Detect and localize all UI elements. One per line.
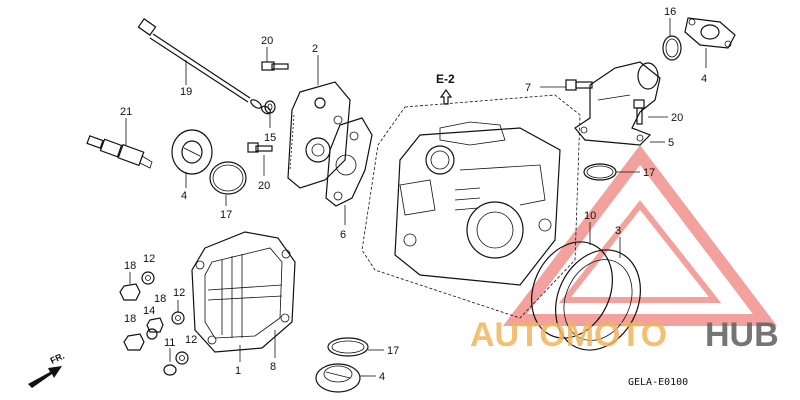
svg-text:20: 20 bbox=[671, 112, 683, 124]
svg-text:20: 20 bbox=[261, 35, 273, 47]
bolt-20-mid bbox=[247, 142, 273, 153]
callout-20-top: 20 bbox=[261, 35, 273, 62]
callout-13: 14 bbox=[143, 305, 155, 317]
nut-18-mid bbox=[146, 317, 164, 333]
spark-plug bbox=[86, 135, 153, 169]
svg-text:17: 17 bbox=[643, 167, 655, 179]
svg-text:8: 8 bbox=[270, 361, 276, 373]
callout-9: 5 bbox=[650, 137, 674, 149]
callout-20-mid: 20 bbox=[258, 155, 270, 192]
svg-text:4: 4 bbox=[379, 371, 385, 383]
callout-17-lower: 17 bbox=[368, 345, 399, 357]
callout-4-lower: 4 bbox=[360, 371, 385, 383]
svg-text:19: 19 bbox=[180, 86, 192, 98]
nut-18-low bbox=[123, 333, 145, 351]
svg-text:16: 16 bbox=[664, 6, 676, 18]
insulator-8 bbox=[684, 17, 736, 49]
svg-text:1: 1 bbox=[235, 365, 241, 377]
watermark-logo: AUTOMOTO HUB bbox=[470, 316, 779, 354]
bolt-20-top bbox=[261, 61, 289, 71]
tensioner-gasket bbox=[325, 117, 373, 207]
callout-18-mid: 18 bbox=[154, 293, 166, 305]
svg-text:3: 3 bbox=[615, 225, 621, 237]
callout-20-manifold: 20 bbox=[648, 112, 683, 124]
intake-manifold bbox=[574, 61, 661, 146]
callout-6: 6 bbox=[340, 205, 346, 241]
washer-14 bbox=[264, 100, 276, 114]
callout-17-upper: 17 bbox=[220, 195, 232, 221]
drawing-code: GELA-E0100 bbox=[628, 377, 688, 388]
callout-15: 16 bbox=[664, 6, 676, 36]
callout-18-low: 18 bbox=[124, 313, 136, 325]
svg-text:FR.: FR. bbox=[49, 351, 66, 366]
svg-text:10: 10 bbox=[584, 210, 596, 222]
svg-text:18: 18 bbox=[124, 313, 136, 325]
svg-text:2: 2 bbox=[312, 43, 318, 55]
callout-12-mid: 12 bbox=[173, 287, 185, 312]
front-direction-arrow: FR. bbox=[28, 351, 66, 388]
o-ring-upper bbox=[209, 161, 247, 195]
nut-18-top bbox=[119, 283, 141, 301]
washer-12-top bbox=[141, 271, 155, 285]
valve-cap-lower bbox=[315, 363, 361, 393]
svg-text:18: 18 bbox=[154, 293, 166, 305]
long-stud-bolt bbox=[137, 18, 272, 115]
svg-text:7: 7 bbox=[525, 82, 531, 94]
svg-text:17: 17 bbox=[220, 209, 232, 221]
svg-text:12: 12 bbox=[185, 334, 197, 346]
callout-7: 10 bbox=[584, 210, 596, 245]
side-cover-gasket bbox=[530, 241, 614, 339]
bolt-10 bbox=[565, 79, 593, 91]
callout-5: 8 bbox=[270, 330, 276, 373]
valve-head-cover bbox=[191, 231, 296, 353]
svg-text:11: 11 bbox=[164, 337, 175, 349]
svg-text:5: 5 bbox=[668, 137, 674, 149]
valve-cap-upper bbox=[171, 129, 213, 175]
callout-12-top: 12 bbox=[143, 253, 155, 265]
svg-text:17: 17 bbox=[387, 345, 399, 357]
callout-12-low: 12 bbox=[185, 334, 197, 346]
svg-text:21: 21 bbox=[120, 106, 132, 118]
washer-12-low bbox=[175, 351, 189, 365]
svg-text:20: 20 bbox=[258, 180, 270, 192]
svg-text:12: 12 bbox=[143, 253, 155, 265]
svg-text:E-2: E-2 bbox=[436, 72, 455, 86]
washer-12-mid bbox=[171, 311, 185, 325]
cylinder-head-assembly bbox=[361, 94, 581, 319]
callout-3: 3 bbox=[615, 225, 621, 258]
callout-4-upper: 4 bbox=[181, 172, 187, 202]
bolt-20-manifold bbox=[633, 99, 645, 125]
callout-10: 7 bbox=[525, 82, 566, 94]
o-ring-15 bbox=[662, 35, 682, 61]
callout-11: 11 bbox=[164, 337, 175, 362]
callout-8: 4 bbox=[701, 48, 707, 85]
cam-chain-tensioner bbox=[287, 81, 351, 189]
callout-19: 19 bbox=[180, 60, 192, 98]
o-ring-lower bbox=[327, 337, 369, 357]
watermark-text-part1: AUTOMOTO bbox=[470, 316, 667, 354]
svg-text:14: 14 bbox=[143, 305, 155, 317]
watermark-text-part2: HUB bbox=[705, 316, 779, 354]
callout-18-top: 18 bbox=[124, 260, 136, 284]
callout-1: 1 bbox=[235, 345, 241, 377]
section-reference: E-2 bbox=[436, 72, 455, 105]
callout-16: 17 bbox=[616, 167, 655, 179]
svg-text:15: 15 bbox=[264, 132, 276, 144]
svg-text:18: 18 bbox=[124, 260, 136, 272]
svg-text:12: 12 bbox=[173, 287, 185, 299]
svg-text:4: 4 bbox=[181, 190, 187, 202]
washer-13 bbox=[146, 328, 158, 340]
callout-21: 21 bbox=[120, 106, 132, 145]
callout-2: 2 bbox=[312, 43, 319, 85]
o-ring-16 bbox=[583, 163, 617, 181]
washer-11 bbox=[163, 364, 177, 376]
svg-text:6: 6 bbox=[340, 229, 346, 241]
callout-14: 15 bbox=[264, 114, 276, 144]
svg-text:4: 4 bbox=[701, 73, 707, 85]
